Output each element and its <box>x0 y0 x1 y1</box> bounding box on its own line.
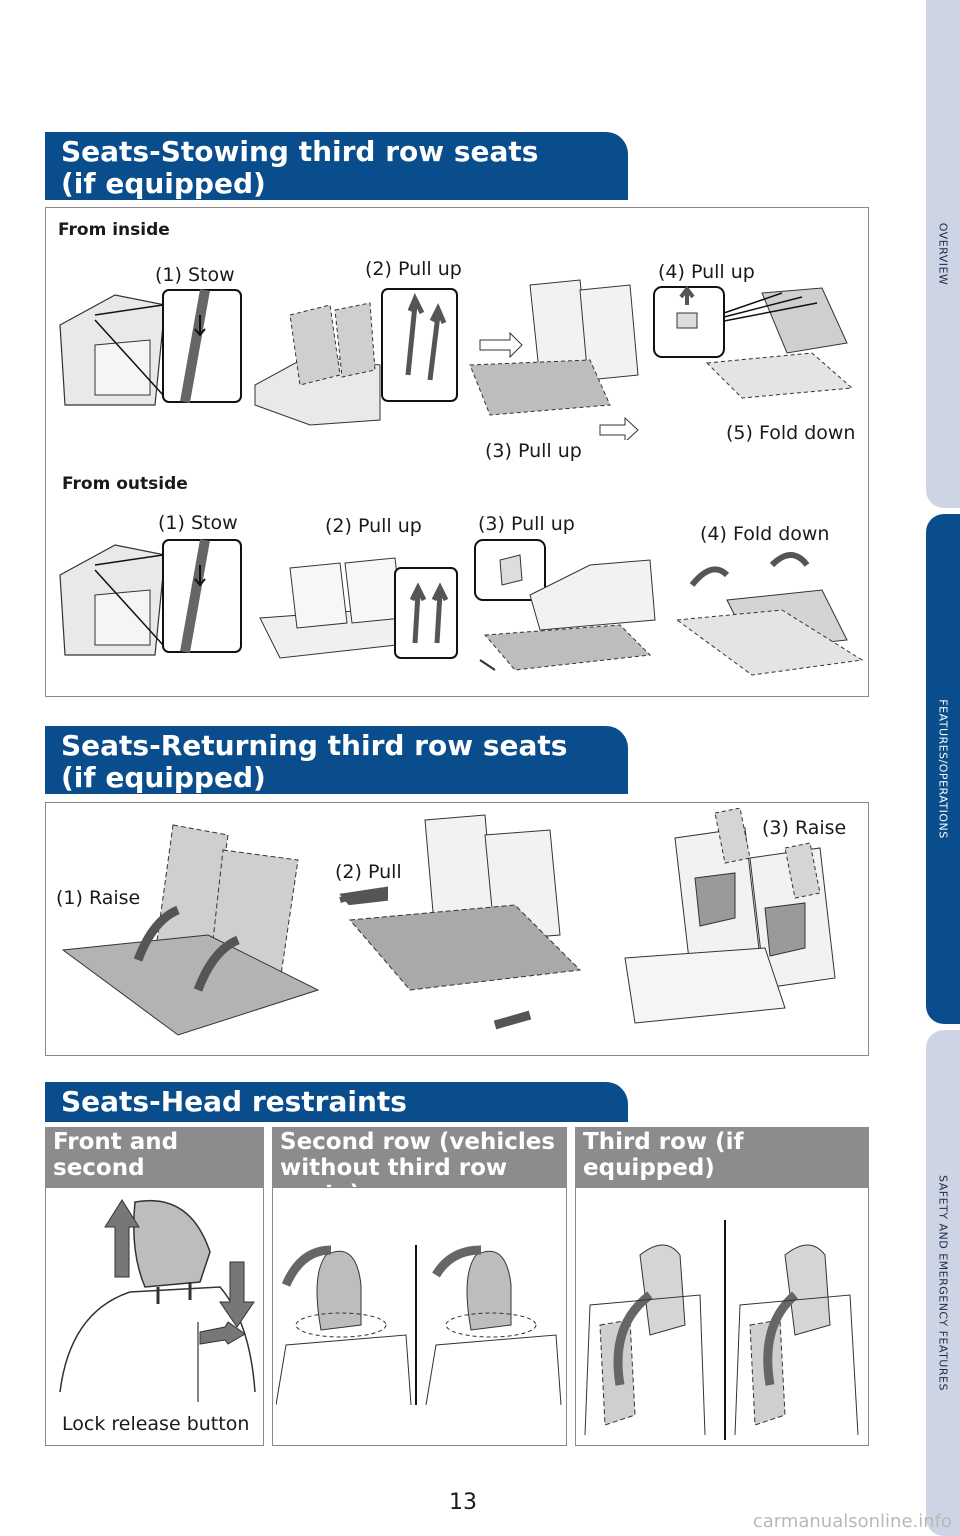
outside-step1-label: (1) Stow <box>158 512 238 534</box>
third-row-heading: Third row (if equipped) <box>575 1127 869 1187</box>
front-headrest-illustration <box>50 1192 260 1402</box>
outside-pullup-illustration <box>255 548 460 668</box>
inside-pullup-illustration <box>250 285 460 430</box>
returning-step2-label: (2) Pull <box>335 861 402 883</box>
returning-pull-illustration <box>335 810 585 1040</box>
inside-step5-label: (5) Fold down <box>726 422 856 444</box>
inside-step3-label: (3) Pull up <box>485 440 582 462</box>
watermark: carmanualsonline.info <box>752 1511 952 1532</box>
col1-heading-line1: Front and second <box>53 1129 179 1181</box>
inside-step4-label: (4) Pull up <box>658 261 755 283</box>
tab-safety-emergency[interactable]: SAFETY AND EMERGENCY FEATURES <box>926 1030 960 1536</box>
head-restraints-section-title: Seats-Head restraints <box>45 1082 628 1122</box>
front-second-row-heading: Front and second row <box>45 1127 264 1207</box>
lock-release-button-label: Lock release button <box>62 1413 250 1435</box>
inside-stow-illustration <box>55 285 245 415</box>
outside-step3-label: (3) Pull up <box>478 513 575 535</box>
outside-folddown-illustration <box>672 545 867 690</box>
second-row-headrest-illustration <box>276 1215 564 1405</box>
second-row-heading: Second row (vehicles without third row s… <box>272 1127 567 1207</box>
stowing-section-title: Seats-Stowing third row seats (if equipp… <box>45 132 628 200</box>
from-outside-heading: From outside <box>62 474 188 494</box>
page-number: 13 <box>449 1490 477 1515</box>
outside-pullup-cushion-illustration <box>470 535 670 695</box>
returning-raise-headrest-illustration <box>615 808 855 1048</box>
tab-features-label: FEATURES/OPERATIONS <box>936 699 950 839</box>
outside-step4-label: (4) Fold down <box>700 523 830 545</box>
tab-safety-label: SAFETY AND EMERGENCY FEATURES <box>936 1175 950 1391</box>
inside-folddown-illustration <box>652 283 862 403</box>
inside-pullup-cushion-illustration <box>460 275 645 440</box>
outside-step2-label: (2) Pull up <box>325 515 422 537</box>
returning-raise-illustration <box>58 820 320 1045</box>
inside-step2-label: (2) Pull up <box>365 258 462 280</box>
returning-title-line2: (if equipped) <box>61 761 266 794</box>
returning-section-title: Seats-Returning third row seats (if equi… <box>45 726 628 794</box>
col2-heading-line1: Second row (vehicles <box>280 1129 556 1155</box>
inside-step1-label: (1) Stow <box>155 264 235 286</box>
returning-step3-label: (3) Raise <box>762 817 847 839</box>
returning-title-line1: Seats-Returning third row seats <box>61 729 568 762</box>
tab-overview-label: OVERVIEW <box>936 222 950 286</box>
returning-step1-label: (1) Raise <box>56 887 141 909</box>
tab-overview[interactable]: OVERVIEW <box>926 0 960 508</box>
stowing-title-line1: Seats-Stowing third row seats <box>61 135 539 168</box>
stowing-title-line2: (if equipped) <box>61 167 266 200</box>
tab-features-operations[interactable]: FEATURES/OPERATIONS <box>926 514 960 1024</box>
from-inside-heading: From inside <box>58 220 170 240</box>
col3-heading-text: Third row (if equipped) <box>583 1129 744 1181</box>
outside-stow-illustration <box>55 535 245 665</box>
third-row-headrest-illustration <box>580 1215 865 1440</box>
head-restraints-title-text: Seats-Head restraints <box>61 1085 407 1118</box>
